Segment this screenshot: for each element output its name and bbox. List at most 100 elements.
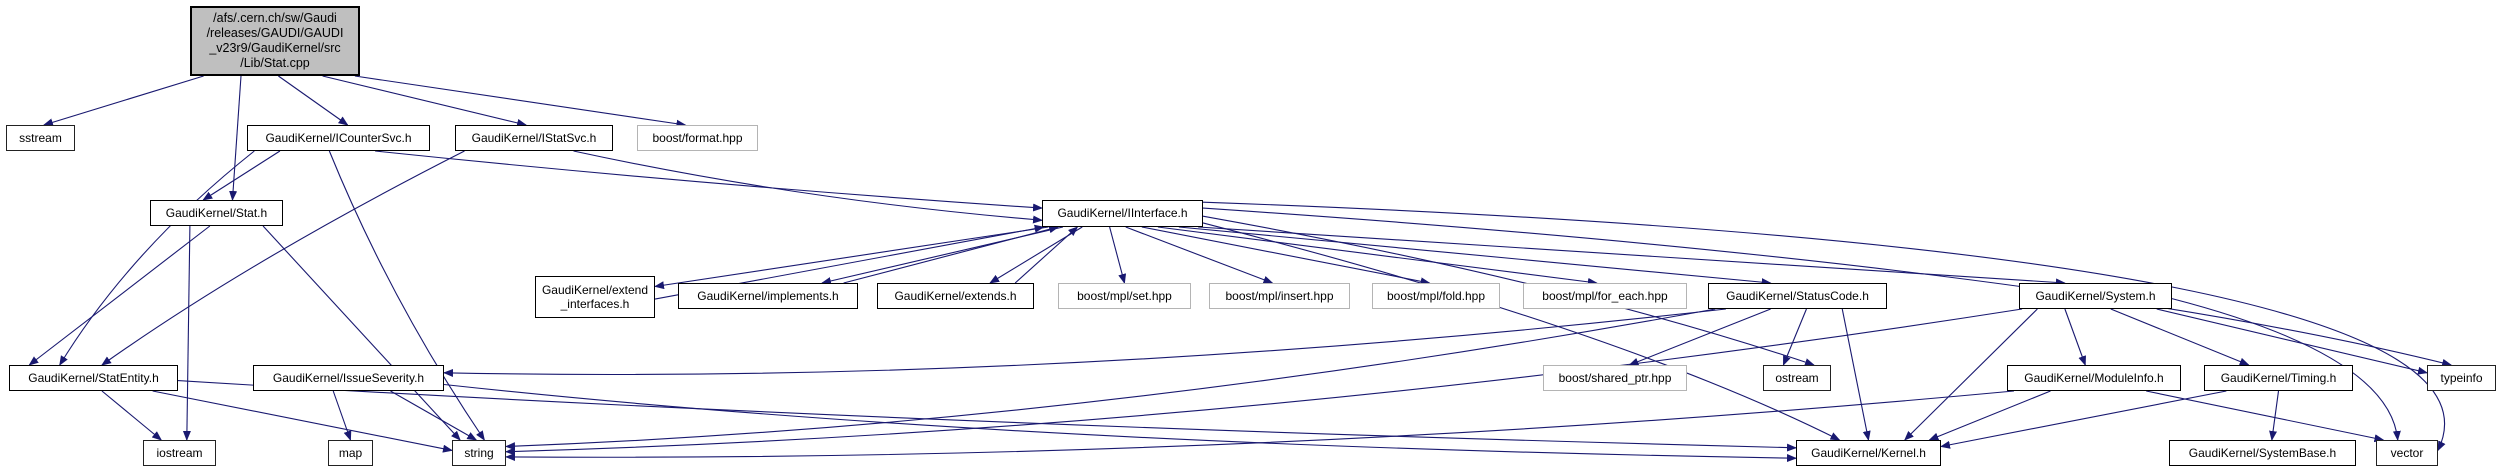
node-typeinfo: typeinfo <box>2427 365 2496 391</box>
node-vector: vector <box>2376 440 2438 466</box>
edge-icountersvc-to-stat-h <box>202 150 281 201</box>
edge-stat-h-to-statentity <box>28 225 211 366</box>
edge-iinterface-to-statuscode <box>1178 226 1772 287</box>
edge-iinterface-to-system <box>1198 226 2066 287</box>
node-label: GaudiKernel/ICounterSvc.h <box>265 130 412 145</box>
node-statentity[interactable]: GaudiKernel/StatEntity.h <box>9 365 178 391</box>
edge-moduleinfo-to-vector <box>2146 390 2385 443</box>
node-label: GaudiKernel/IssueSeverity.h <box>272 370 425 385</box>
node-shared-ptr: boost/shared_ptr.hpp <box>1543 365 1687 391</box>
node-iostream: iostream <box>143 440 216 466</box>
edge-statuscode-to-shared-ptr <box>1628 308 1771 366</box>
edge-istatsvc-to-iinterface <box>573 150 1043 224</box>
edge-statentity-to-iostream <box>101 390 163 441</box>
edge-issueseverity-to-string <box>390 390 478 441</box>
node-stat-h[interactable]: GaudiKernel/Stat.h <box>150 200 283 226</box>
node-label: GaudiKernel/IStatSvc.h <box>471 130 597 145</box>
node-implements[interactable]: GaudiKernel/implements.h <box>678 283 858 309</box>
node-issueseverity[interactable]: GaudiKernel/IssueSeverity.h <box>253 365 444 391</box>
edge-timing-to-systembase <box>2269 390 2280 441</box>
edge-system-to-typeinfo <box>2156 308 2428 375</box>
edge-stat-cpp-to-stat-h <box>229 75 242 201</box>
node-map: map <box>328 440 373 466</box>
node-moduleinfo[interactable]: GaudiKernel/ModuleInfo.h <box>2007 365 2181 391</box>
node-statuscode[interactable]: GaudiKernel/StatusCode.h <box>1708 283 1887 309</box>
edge-stat-h-to-string <box>262 225 461 441</box>
node-string: string <box>452 440 506 466</box>
edge-statuscode-to-ostream <box>1782 308 1807 366</box>
node-mpl-for-each: boost/mpl/for_each.hpp <box>1523 283 1687 309</box>
edge-stat-cpp-to-icountersvc <box>278 75 349 126</box>
node-istatsvc[interactable]: GaudiKernel/IStatSvc.h <box>455 125 613 151</box>
node-icountersvc[interactable]: GaudiKernel/ICounterSvc.h <box>247 125 430 151</box>
node-label: ostream <box>1775 370 1819 385</box>
edge-iinterface-to-extend-interfaces <box>654 226 1049 290</box>
node-iinterface[interactable]: GaudiKernel/IInterface.h <box>1042 200 1203 227</box>
node-label: /afs/.cern.ch/sw/Gaudi /releases/GAUDI/G… <box>206 11 344 70</box>
edge-iinterface-to-mpl-set <box>1109 226 1127 284</box>
edge-statuscode-to-string <box>505 308 1716 451</box>
node-label: GaudiKernel/StatEntity.h <box>28 370 159 385</box>
node-systembase[interactable]: GaudiKernel/SystemBase.h <box>2169 440 2356 466</box>
node-label: GaudiKernel/IInterface.h <box>1057 206 1188 221</box>
edge-icountersvc-to-string <box>328 150 485 441</box>
node-label: typeinfo <box>2440 370 2483 385</box>
edge-statentity-to-string <box>152 390 453 453</box>
edge-stat-cpp-to-boost-format <box>354 75 687 128</box>
node-label: string <box>464 445 494 460</box>
node-label: GaudiKernel/Kernel.h <box>1811 445 1926 460</box>
node-sstream: sstream <box>6 125 75 151</box>
edge-stat-cpp-to-istatsvc <box>322 75 528 127</box>
node-label: GaudiKernel/StatusCode.h <box>1726 288 1869 303</box>
node-label: GaudiKernel/Stat.h <box>165 205 268 220</box>
node-system[interactable]: GaudiKernel/System.h <box>2019 283 2172 309</box>
node-label: boost/format.hpp <box>652 130 743 145</box>
node-mpl-set: boost/mpl/set.hpp <box>1058 283 1191 309</box>
node-label: GaudiKernel/ModuleInfo.h <box>2024 370 2164 385</box>
edge-system-to-string <box>505 308 2023 456</box>
node-label: GaudiKernel/extends.h <box>894 288 1017 303</box>
node-label: GaudiKernel/SystemBase.h <box>2188 445 2337 460</box>
node-label: iostream <box>156 445 203 460</box>
edge-timing-to-kernel <box>1940 390 2227 449</box>
node-label: GaudiKernel/System.h <box>2035 288 2156 303</box>
edge-statentity-to-kernel <box>177 380 1797 452</box>
node-label: boost/mpl/insert.hpp <box>1225 288 1334 303</box>
node-boost-format: boost/format.hpp <box>637 125 758 151</box>
edge-iinterface-to-typeinfo <box>1202 207 2453 367</box>
node-label: map <box>338 445 363 460</box>
edge-system-to-kernel <box>1904 308 2038 441</box>
edge-issueseverity-to-kernel <box>443 383 1797 463</box>
node-mpl-fold: boost/mpl/fold.hpp <box>1372 283 1500 309</box>
node-extend-interfaces[interactable]: GaudiKernel/extend _interfaces.h <box>535 276 655 318</box>
node-label: vector <box>2390 445 2424 460</box>
node-label: sstream <box>19 130 62 145</box>
edge-iinterface-to-mpl-fold <box>1141 226 1431 286</box>
node-stat-cpp: /afs/.cern.ch/sw/Gaudi /releases/GAUDI/G… <box>190 6 360 76</box>
edge-icountersvc-to-iinterface <box>375 150 1043 212</box>
edge-system-to-timing <box>2110 308 2250 366</box>
edge-iinterface-to-mpl-insert <box>1125 226 1274 284</box>
edge-statuscode-to-kernel <box>1841 308 1871 441</box>
edge-istatsvc-to-statentity <box>101 150 465 366</box>
edge-extends-to-iinterface <box>1014 226 1079 284</box>
edge-implements-to-iinterface <box>843 225 1060 284</box>
edge-system-to-moduleinfo <box>2064 308 2086 366</box>
edge-stat-h-to-iostream <box>182 225 191 441</box>
edge-issueseverity-to-map <box>332 390 352 441</box>
node-label: GaudiKernel/implements.h <box>697 288 839 303</box>
edge-iinterface-to-kernel <box>1202 222 1841 441</box>
node-kernel[interactable]: GaudiKernel/Kernel.h <box>1796 440 1941 466</box>
edge-iinterface-to-vector <box>1202 201 2446 452</box>
edge-moduleinfo-to-kernel <box>1928 390 2051 441</box>
node-timing[interactable]: GaudiKernel/Timing.h <box>2204 365 2353 391</box>
node-label: boost/mpl/fold.hpp <box>1386 288 1486 303</box>
edge-iinterface-to-mpl-for-each <box>1157 226 1598 286</box>
node-mpl-insert: boost/mpl/insert.hpp <box>1209 283 1350 309</box>
node-label: boost/mpl/set.hpp <box>1077 288 1172 303</box>
edge-system-to-vector <box>2171 298 2401 441</box>
node-extends[interactable]: GaudiKernel/extends.h <box>877 283 1034 309</box>
node-label: boost/mpl/for_each.hpp <box>1542 288 1668 303</box>
